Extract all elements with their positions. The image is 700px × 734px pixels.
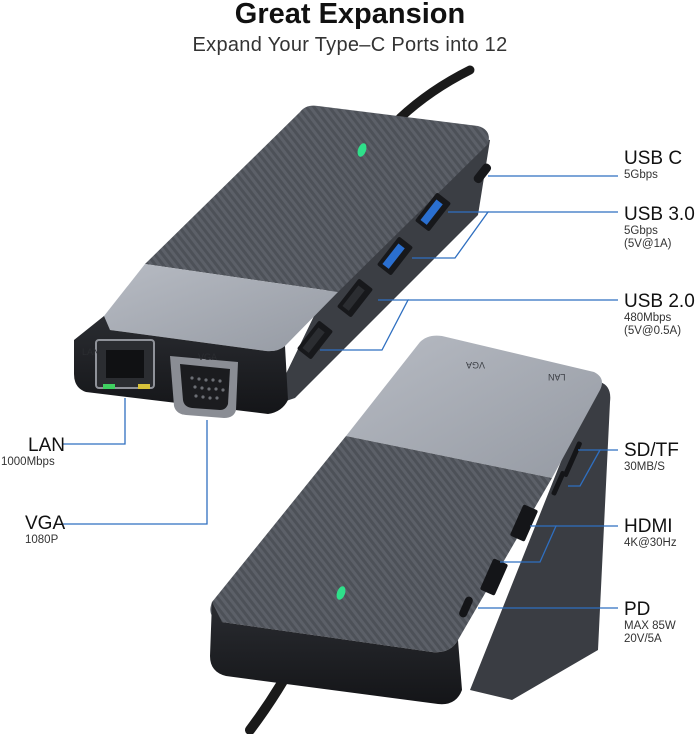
usb3-detail-2: (5V@1A): [624, 238, 672, 250]
top-lan-label: LAN: [82, 347, 100, 357]
sdtf-detail-1: 30MB/S: [624, 461, 665, 473]
lan-callout: LAN 1000Mbps: [1, 435, 65, 469]
bottom-led: [336, 586, 346, 600]
pd-detail-2: 20V/5A: [624, 633, 662, 645]
lan-detail-1: 1000Mbps: [1, 456, 55, 468]
hdmi-name: HDMI: [624, 516, 673, 537]
bottom-pd-port: [459, 596, 473, 618]
vga-detail-1: 1080P: [25, 534, 59, 546]
top-vga-label: VGA: [198, 352, 218, 362]
usb-c-name: USB C: [624, 148, 683, 169]
usb2-name: USB 2.0: [624, 291, 695, 312]
lan-name: LAN: [28, 435, 65, 456]
pd-name: PD: [624, 599, 651, 620]
top-hub-ribbed-surface: [145, 105, 489, 292]
usb3-callout: USB 3.0 5Gbps (5V@1A): [624, 205, 695, 251]
usb-c-callout: USB C 5Gbps: [624, 149, 682, 182]
bottom-hub-light-surface: [346, 335, 602, 478]
usb3-detail-1: 5Gbps: [624, 225, 658, 237]
pd-callout: PD MAX 85W 20V/5A: [624, 600, 676, 646]
bottom-hub-front: [210, 602, 462, 705]
top-cable: [395, 65, 475, 123]
callout-lines: [62, 175, 618, 609]
pd-detail-1: MAX 85W: [624, 620, 676, 632]
usb3-name: USB 3.0: [624, 204, 695, 225]
vga-callout: VGA 1080P: [25, 514, 65, 547]
page-title: Great Expansion: [234, 0, 466, 30]
usb2-detail-1: 480Mbps: [624, 312, 672, 324]
bottom-sdtf-slots: [551, 441, 582, 496]
page-subtitle: Expand Your Type–C Ports into 12: [192, 34, 508, 56]
sdtf-callout: SD/TF 30MB/S: [624, 441, 679, 474]
usb2-detail-2: (5V@0.5A): [624, 325, 682, 337]
sdtf-name: SD/TF: [624, 440, 679, 461]
top-led: [357, 143, 367, 157]
usb-c-detail-1: 5Gbps: [624, 169, 658, 181]
hdmi-detail-1: 4K@30Hz: [624, 537, 677, 549]
top-usb3-ports: [377, 193, 451, 275]
bottom-hdmi-port-2: [480, 558, 508, 596]
bottom-vga-label: VGA: [466, 360, 486, 370]
top-hub-light-surface: [102, 264, 338, 352]
vga-name: VGA: [25, 513, 66, 534]
bottom-lan-label: LAN: [548, 372, 566, 382]
top-usb2-ports: [297, 279, 373, 359]
top-usbc-port: [473, 163, 492, 184]
hdmi-callout: HDMI 4K@30Hz: [624, 517, 677, 550]
usb2-callout: USB 2.0 480Mbps (5V@0.5A): [624, 292, 695, 338]
bottom-hdmi-port-1: [510, 504, 538, 542]
